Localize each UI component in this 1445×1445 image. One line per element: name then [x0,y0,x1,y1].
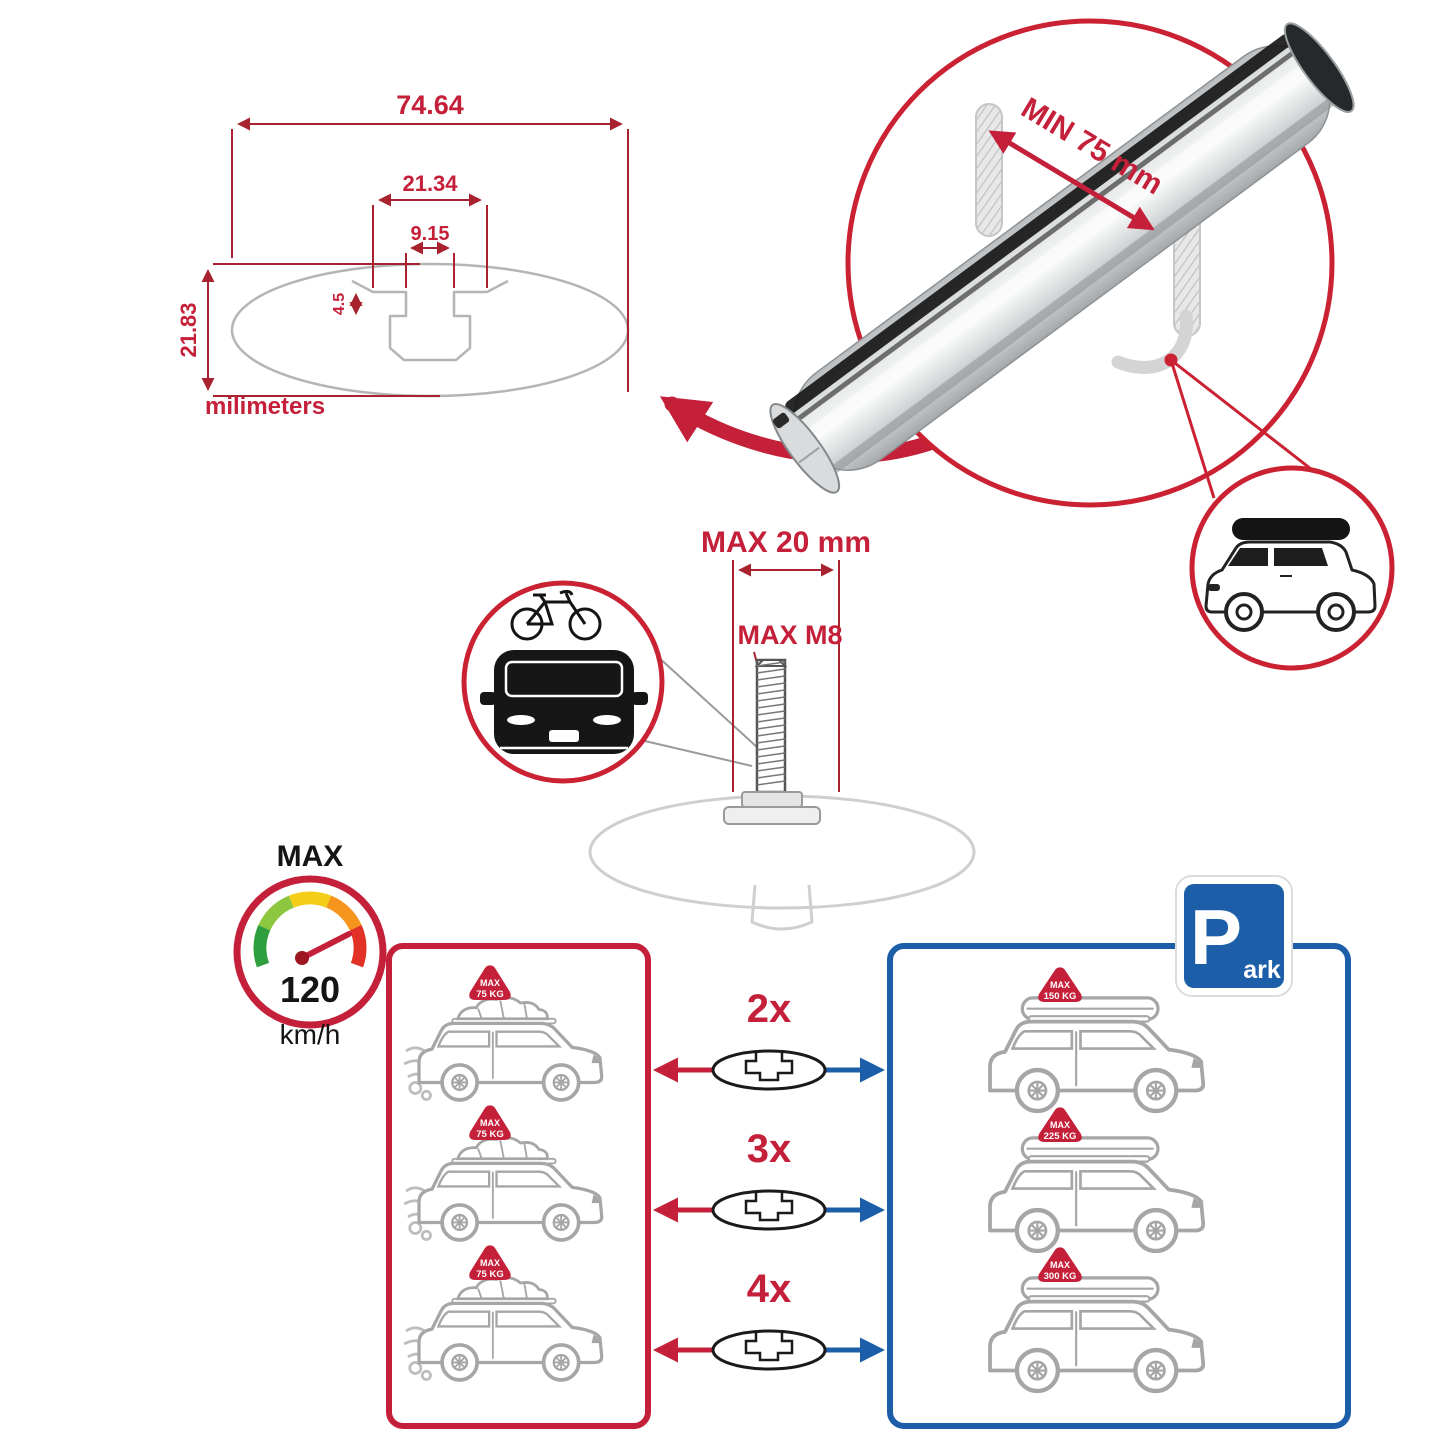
roof-box [1232,518,1350,540]
bolt-threads [756,661,786,786]
dim-total-height-label: 21.83 [176,302,201,357]
svg-text:75 KG: 75 KG [476,1269,503,1280]
parking-panel: MAX 150 KG MAX 225 KG MAX 300 KG P ark [887,875,1351,1429]
dimension-lines [201,117,629,397]
suv-front-window [1228,548,1268,566]
max-thread-label: MAX M8 [737,620,842,650]
svg-text:MAX: MAX [480,1258,500,1268]
bike-callout-line-1 [644,644,759,749]
park-sign-blue [1184,884,1284,988]
right-mirror [632,692,648,705]
load-tag: MAX 225 KG [1038,1107,1082,1142]
load-tag: MAX 300 KG [1038,1247,1082,1282]
svg-text:75 KG: 75 KG [476,1129,503,1140]
crossbar-closeup: MIN 75 mm [769,18,1355,508]
svg-text:75 KG: 75 KG [476,989,503,1000]
dim-channel-depth-label: 4.5 [331,293,348,315]
left-headlight [507,715,535,725]
profile-icon-3 [711,1329,827,1371]
gauge-hub [295,951,309,965]
dim-channel-inner-label: 9.15 [411,223,450,245]
bar-end-cap [769,403,841,494]
bolt-diagram: MAX 20 mm MAX M8 [588,526,976,931]
svg-text:MAX: MAX [1050,1260,1070,1270]
svg-text:MAX: MAX [480,1118,500,1128]
load-tag: MAX 75 KG [469,1245,511,1280]
svg-text:150 KG: 150 KG [1044,991,1077,1002]
svg-text:MAX: MAX [1050,980,1070,990]
clamp-rod-left [975,103,1003,237]
svg-text:MAX: MAX [1050,1120,1070,1130]
driving-panel: MAX 75 KG MAX 75 KG MAX 75 KG [386,943,651,1429]
svg-text:225 KG: 225 KG [1044,1131,1077,1142]
svg-text:MAX: MAX [480,978,500,988]
slot-nut-plate [723,806,821,825]
suv-rear-window [1274,548,1328,566]
load-tag: MAX 150 KG [1038,967,1082,1002]
right-headlight [593,715,621,725]
units-label: milimeters [205,393,325,420]
callout-line-1 [1169,359,1216,499]
suv-rear-wheel [1316,592,1356,632]
park-sign: P ark [1175,875,1293,997]
profile-channel-outline [351,279,509,362]
dim-channel-outer-label: 21.34 [402,171,458,196]
profile-dimension-diagram: 74.64 21.34 9.15 4.5 21.83 milimeters [176,90,630,420]
roofbox-car-circle [1189,465,1395,671]
bicycle-icon [510,589,602,641]
license-plate [549,730,579,742]
speed-limit-gauge: MAX 120 km/h [233,840,387,1050]
multiplier-column: 2x 3x 4x [653,987,885,1371]
park-sign-ark: ark [1243,956,1281,984]
multiplier-4x: 4x [747,1267,792,1311]
bike-car-circle [461,580,665,784]
faint-clamp-stem [750,884,814,931]
bolt-collar [741,791,803,808]
dim-total-width-label: 74.64 [396,90,464,120]
load-tag: MAX 75 KG [469,965,511,1000]
load-tag: MAX 75 KG [469,1105,511,1140]
profile-icon-2 [711,1189,827,1231]
speed-value: 120 [280,969,340,1010]
svg-text:300 KG: 300 KG [1044,1271,1077,1282]
multiplier-3x: 3x [747,1127,792,1171]
max-length-label: MAX 20 mm [701,526,871,559]
profile-icon-1 [711,1049,827,1091]
suv-headlight [1208,584,1220,591]
multiplier-2x: 2x [747,987,792,1031]
speed-max-label: MAX [277,840,344,873]
callout-line-2 [1170,358,1321,478]
left-mirror [480,692,496,705]
gauge-arcs [253,891,367,968]
car-front-icon [480,650,648,754]
speed-unit: km/h [280,1019,341,1050]
park-sign-p: P [1190,893,1242,981]
gauge-needle [299,931,352,961]
suv-front-wheel [1224,592,1264,632]
